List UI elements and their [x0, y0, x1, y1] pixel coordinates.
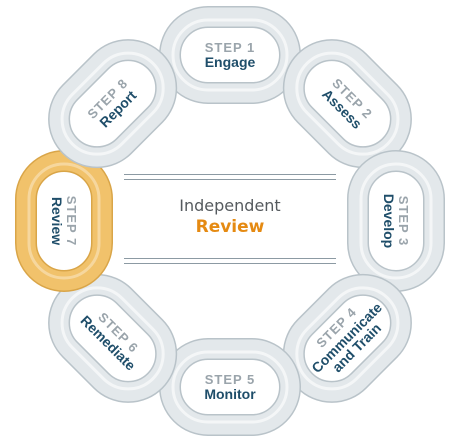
- chain-link-5: [159, 338, 301, 436]
- bottom-rule: [124, 258, 336, 264]
- chain-link-body: [284, 40, 411, 167]
- chain-link-8: [48, 39, 178, 169]
- chain-link-shine: [295, 51, 400, 156]
- chain-link-3: [347, 150, 445, 292]
- center-panel: Independent Review: [110, 170, 350, 270]
- step-3-number: STEP 3: [396, 195, 412, 247]
- chain-link-shine: [359, 162, 433, 280]
- chain-link-body: [16, 151, 112, 291]
- step-5-name: Monitor: [204, 385, 256, 402]
- step-1-name: Engage: [204, 53, 256, 70]
- top-rule: [124, 174, 336, 180]
- chain-link-shine: [60, 51, 165, 156]
- step-7-number: STEP 7: [64, 195, 80, 247]
- chain-link-body: [160, 339, 300, 435]
- chain-link-shine: [27, 162, 101, 280]
- center-subtitle: Review: [195, 217, 265, 237]
- chain-link-body: [49, 275, 176, 402]
- chain-link-shine: [171, 350, 289, 424]
- chain-link-2: [282, 39, 412, 169]
- chain-link-body: [160, 7, 300, 103]
- step-7-name: Review: [49, 196, 66, 246]
- center-title: Independent: [179, 196, 281, 215]
- chain-link-1: [159, 6, 301, 104]
- step-3-name: Develop: [381, 193, 398, 249]
- step-1-number: STEP 1: [204, 39, 256, 55]
- chain-link-body: [49, 40, 176, 167]
- chain-link-shine: [171, 18, 289, 92]
- chain-link-7: [15, 150, 113, 292]
- chain-link-body: [348, 151, 444, 291]
- step-5-number: STEP 5: [204, 371, 256, 387]
